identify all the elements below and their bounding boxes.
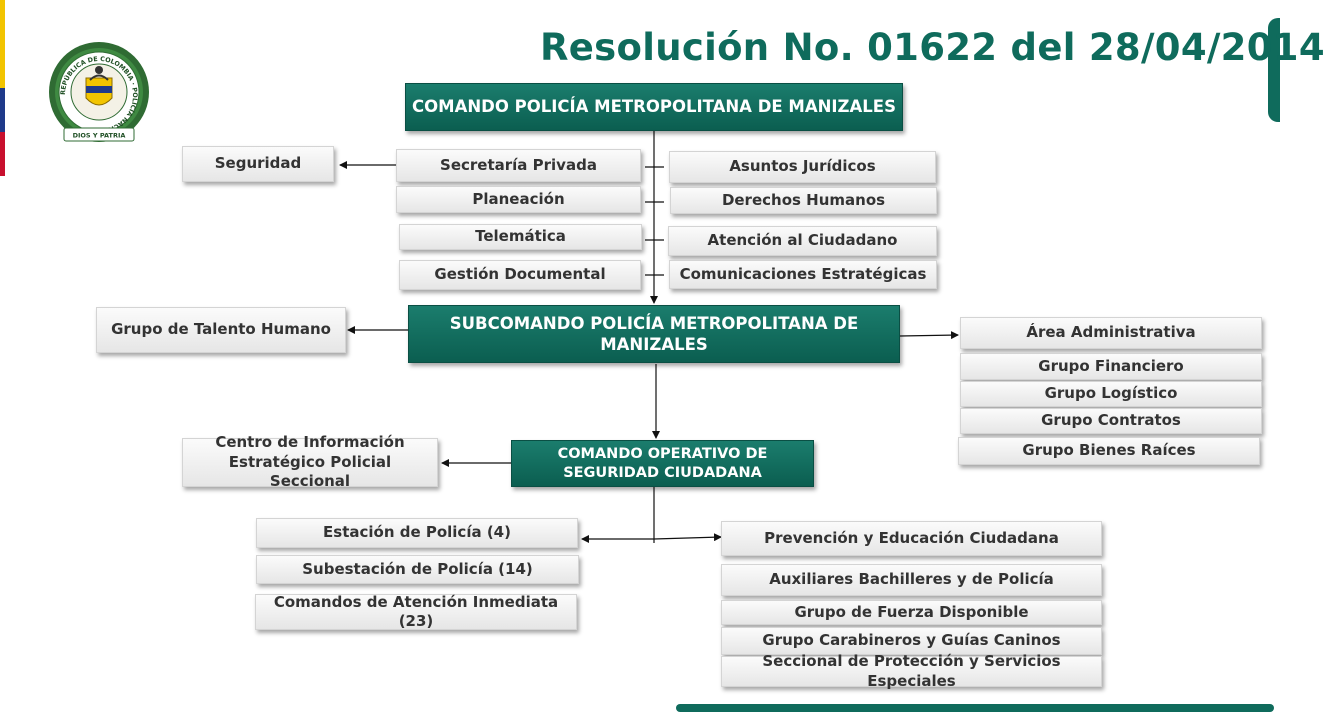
finance-group-box: Grupo Financiero	[960, 353, 1262, 380]
logistics-group-box: Grupo Logístico	[960, 381, 1262, 407]
legal-affairs-box: Asuntos Jurídicos	[669, 151, 936, 183]
admin-area-box: Área Administrativa	[960, 317, 1262, 349]
citizen-prevention-education-box: Prevención y Educación Ciudadana	[721, 521, 1102, 556]
private-secretary-box: Secretaría Privada	[396, 149, 641, 182]
operative-command-box: COMANDO OPERATIVO DE SEGURIDAD CIUDADANA	[511, 440, 814, 487]
immediate-attention-commands-box: Comandos de Atención Inmediata (23)	[255, 593, 577, 630]
flag-stripe-blue	[0, 88, 5, 132]
real-estate-group-box: Grupo Bienes Raíces	[958, 437, 1260, 465]
carabineers-canine-group-box: Grupo Carabineros y Guías Caninos	[721, 627, 1102, 655]
police-substation-box: Subestación de Policía (14)	[256, 555, 579, 584]
citizen-attention-box: Atención al Ciudadano	[668, 226, 937, 256]
document-management-box: Gestión Documental	[399, 260, 641, 290]
strategic-information-center-box: Centro de Información Estratégico Polici…	[182, 433, 438, 490]
bottom-accent-bar	[676, 704, 1274, 712]
command-box: COMANDO POLICÍA METROPOLITANA DE MANIZAL…	[405, 83, 903, 131]
page-title: Resolución No. 01622 del 28/04/2014	[540, 26, 1325, 69]
subcommand-box: SUBCOMANDO POLICÍA METROPOLITANA DE MANI…	[408, 305, 900, 363]
protection-special-services-box: Seccional de Protección y Servicios Espe…	[721, 652, 1102, 690]
right-accent-bar	[1268, 18, 1280, 122]
planning-box: Planeación	[396, 186, 641, 213]
talent-group-box: Grupo de Talento Humano	[96, 307, 346, 353]
flag-stripe-yellow	[0, 0, 5, 88]
police-station-box: Estación de Policía (4)	[256, 518, 578, 548]
seal-motto: DIOS Y PATRIA	[73, 132, 126, 140]
strategic-communications-box: Comunicaciones Estratégicas	[669, 260, 937, 289]
available-force-group-box: Grupo de Fuerza Disponible	[721, 600, 1102, 625]
contracts-group-box: Grupo Contratos	[960, 408, 1262, 434]
flag-stripe-red	[0, 132, 5, 176]
security-box: Seguridad	[182, 146, 334, 182]
auxiliaries-box: Auxiliares Bachilleres y de Policía	[721, 564, 1102, 596]
human-rights-box: Derechos Humanos	[670, 187, 937, 214]
telematics-box: Telemática	[399, 224, 642, 250]
police-seal-icon: REPÚBLICA DE COLOMBIA · POLICÍA NACIONAL…	[49, 42, 149, 142]
